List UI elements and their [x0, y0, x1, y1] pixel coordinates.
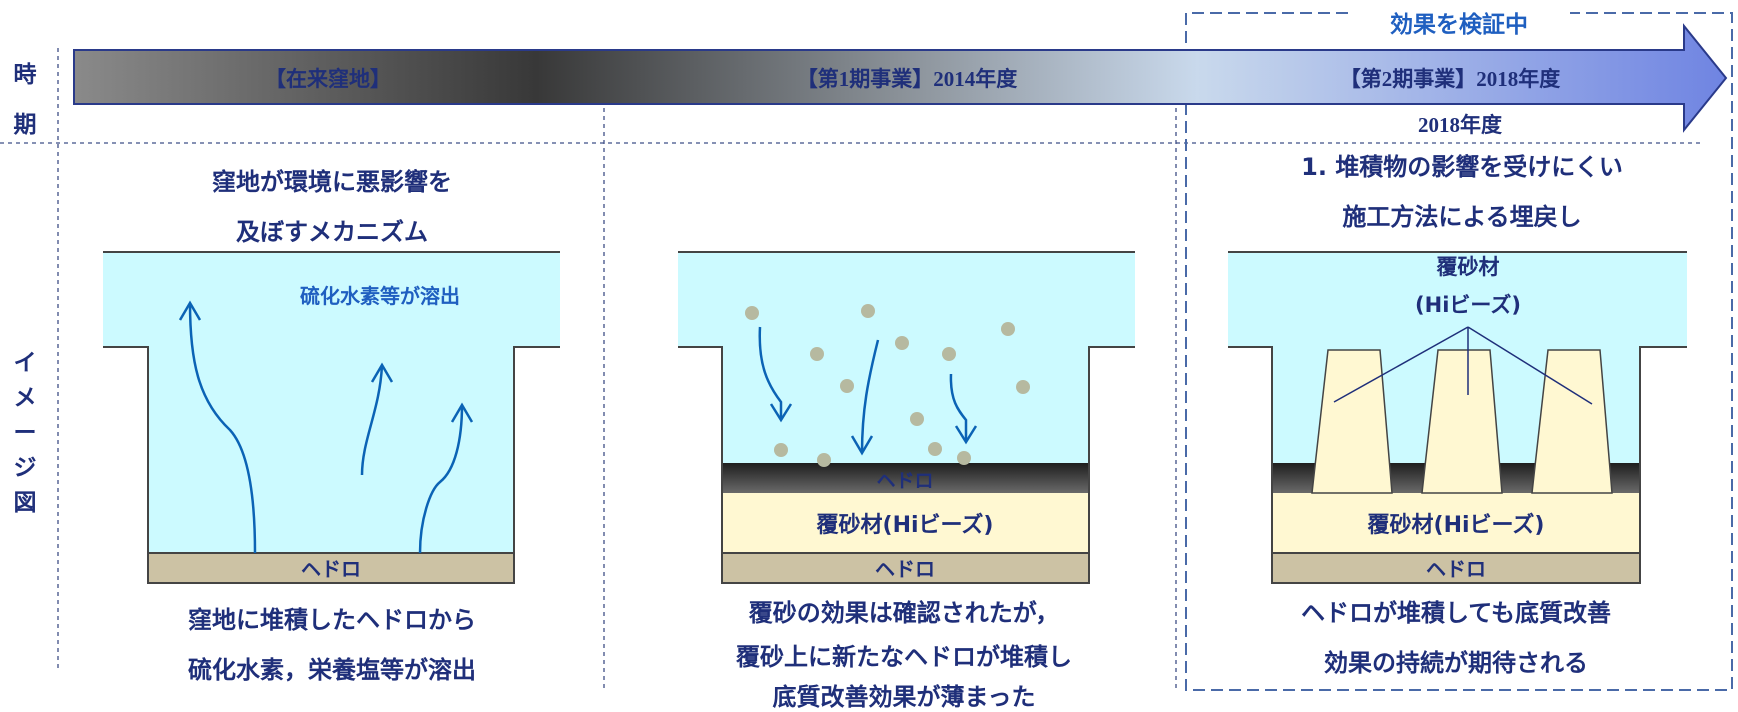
particle [957, 451, 971, 465]
flow-arrow-3 [418, 404, 464, 554]
panel1-heading-line1: 窪地が環境に悪影響を [212, 168, 452, 196]
settle-arrow-2 [860, 339, 880, 454]
settle-arrowhead-2 [850, 435, 874, 456]
particle [895, 336, 909, 350]
cover-pillar-3 [1531, 349, 1613, 494]
side-label-period-1: 時 [14, 62, 37, 88]
side-label-period-2: 期 [14, 112, 37, 138]
panel1-heading-line2: 及ぼすメカニズム [236, 218, 428, 246]
phase1-label: 【第1期事業】2014年度 [797, 67, 1018, 91]
panel1-caption-line2: 硫化水素，栄養塩等が溶出 [188, 656, 476, 684]
panel2-settling-arrows [758, 326, 978, 456]
particle [840, 379, 854, 393]
particle [745, 306, 759, 320]
verifying-label: 効果を検証中 [1390, 11, 1528, 38]
particle [861, 304, 875, 318]
panel3-heading-line1: 1. 堆積物の影響を受けにくい [1301, 153, 1623, 181]
panel-1: 窪地が環境に悪影響を 及ぼすメカニズム 硫化水素等が溶出 ヘドロ 窪地に堆積した… [103, 168, 560, 684]
panel-2: ヘドロ 覆砂材(Hiビーズ) ヘドロ [678, 251, 1135, 711]
leader-line-3 [1467, 326, 1593, 405]
panel1-depression-outline [103, 251, 560, 553]
settle-arrowhead-1 [769, 403, 793, 423]
flow-arrow-2 [360, 364, 384, 476]
panel2-new-sludge-layer [722, 463, 1089, 493]
flow-arrowhead-2 [370, 362, 394, 383]
panel3-leader-lines [1333, 326, 1593, 405]
phase2-year-label: 2018年度 [1418, 113, 1502, 137]
panel2-sludge-bottom-layer [721, 552, 1090, 584]
particle [942, 347, 956, 361]
phase0-label: 【在来窪地】 [265, 67, 391, 91]
flow-arrow-1 [188, 302, 257, 554]
panel1-sludge-layer [147, 552, 515, 584]
side-labels: 時 期 イ メ ー ジ 図 [14, 62, 37, 516]
panel2-caption-line2: 覆砂上に新たなヘドロが堆積し [736, 643, 1072, 671]
leader-line-1 [1333, 326, 1469, 403]
flow-arrowhead-1 [178, 300, 202, 321]
settle-arrow-3 [949, 373, 968, 442]
particle [817, 453, 831, 467]
settle-arrow-1 [758, 326, 783, 420]
panel3-pillars [1311, 349, 1613, 494]
side-label-image-5: 図 [14, 490, 37, 516]
panel2-particles [745, 304, 1030, 467]
side-label-image-2: メ [14, 385, 37, 411]
panel1-flow-arrows [178, 300, 474, 554]
side-label-image-4: ジ [14, 455, 37, 481]
panel3-caption-line1: ヘドロが堆積しても底質改善 [1301, 599, 1611, 627]
side-label-image-3: ー [14, 420, 37, 446]
cover-pillar-1 [1311, 349, 1393, 494]
panel1-water-label: 硫化水素等が溶出 [300, 284, 460, 308]
panel2-cover-label: 覆砂材(Hiビーズ) [816, 512, 994, 538]
panel3-caption-line2: 効果の持続が期待される [1324, 649, 1588, 677]
panel3-pillar-label-line1: 覆砂材 [1437, 255, 1500, 279]
grid-lines [0, 48, 1704, 690]
panel3-sludge-label: ヘドロ [1426, 557, 1486, 581]
particle [1016, 380, 1030, 394]
cover-pillar-2 [1421, 349, 1503, 494]
panel3-heading-line2: 施工方法による埋戻し [1342, 203, 1581, 231]
particle [1001, 322, 1015, 336]
panel3-pillar-label-line2: (Hiビーズ) [1415, 293, 1521, 317]
panel3-cover-layer [1272, 493, 1640, 553]
panel2-depression-outline [678, 251, 1135, 553]
panel1-sludge-label: ヘドロ [301, 557, 361, 581]
panel2-sludge-top-label: ヘドロ [876, 470, 933, 492]
particle [774, 443, 788, 457]
panel3-depression-outline [1228, 251, 1687, 553]
phase2-label: 【第2期事業】2018年度 [1340, 67, 1561, 91]
particle [910, 412, 924, 426]
panel3-cover-label: 覆砂材(Hiビーズ) [1367, 512, 1545, 538]
panel2-cover-layer [722, 493, 1089, 553]
panel3-sludge-layer [1271, 552, 1641, 584]
side-label-image-1: イ [14, 350, 37, 376]
flow-arrowhead-3 [450, 402, 474, 423]
panel2-caption-line1: 覆砂の効果は確認されたが， [749, 599, 1060, 627]
panel2-sludge-bottom-label: ヘドロ [875, 557, 935, 581]
settle-arrowhead-3 [954, 425, 978, 445]
panel2-caption-line3: 底質改善効果が薄まった [772, 683, 1035, 711]
panel-3: 1. 堆積物の影響を受けにくい 施工方法による埋戻し 覆砂材(Hiビーズ) ヘド… [1228, 153, 1687, 677]
particle [810, 347, 824, 361]
panel1-caption-line1: 窪地に堆積したヘドロから [188, 606, 476, 634]
timeline-arrow [73, 23, 1728, 133]
particle [928, 442, 942, 456]
verification-box [1185, 12, 1733, 691]
